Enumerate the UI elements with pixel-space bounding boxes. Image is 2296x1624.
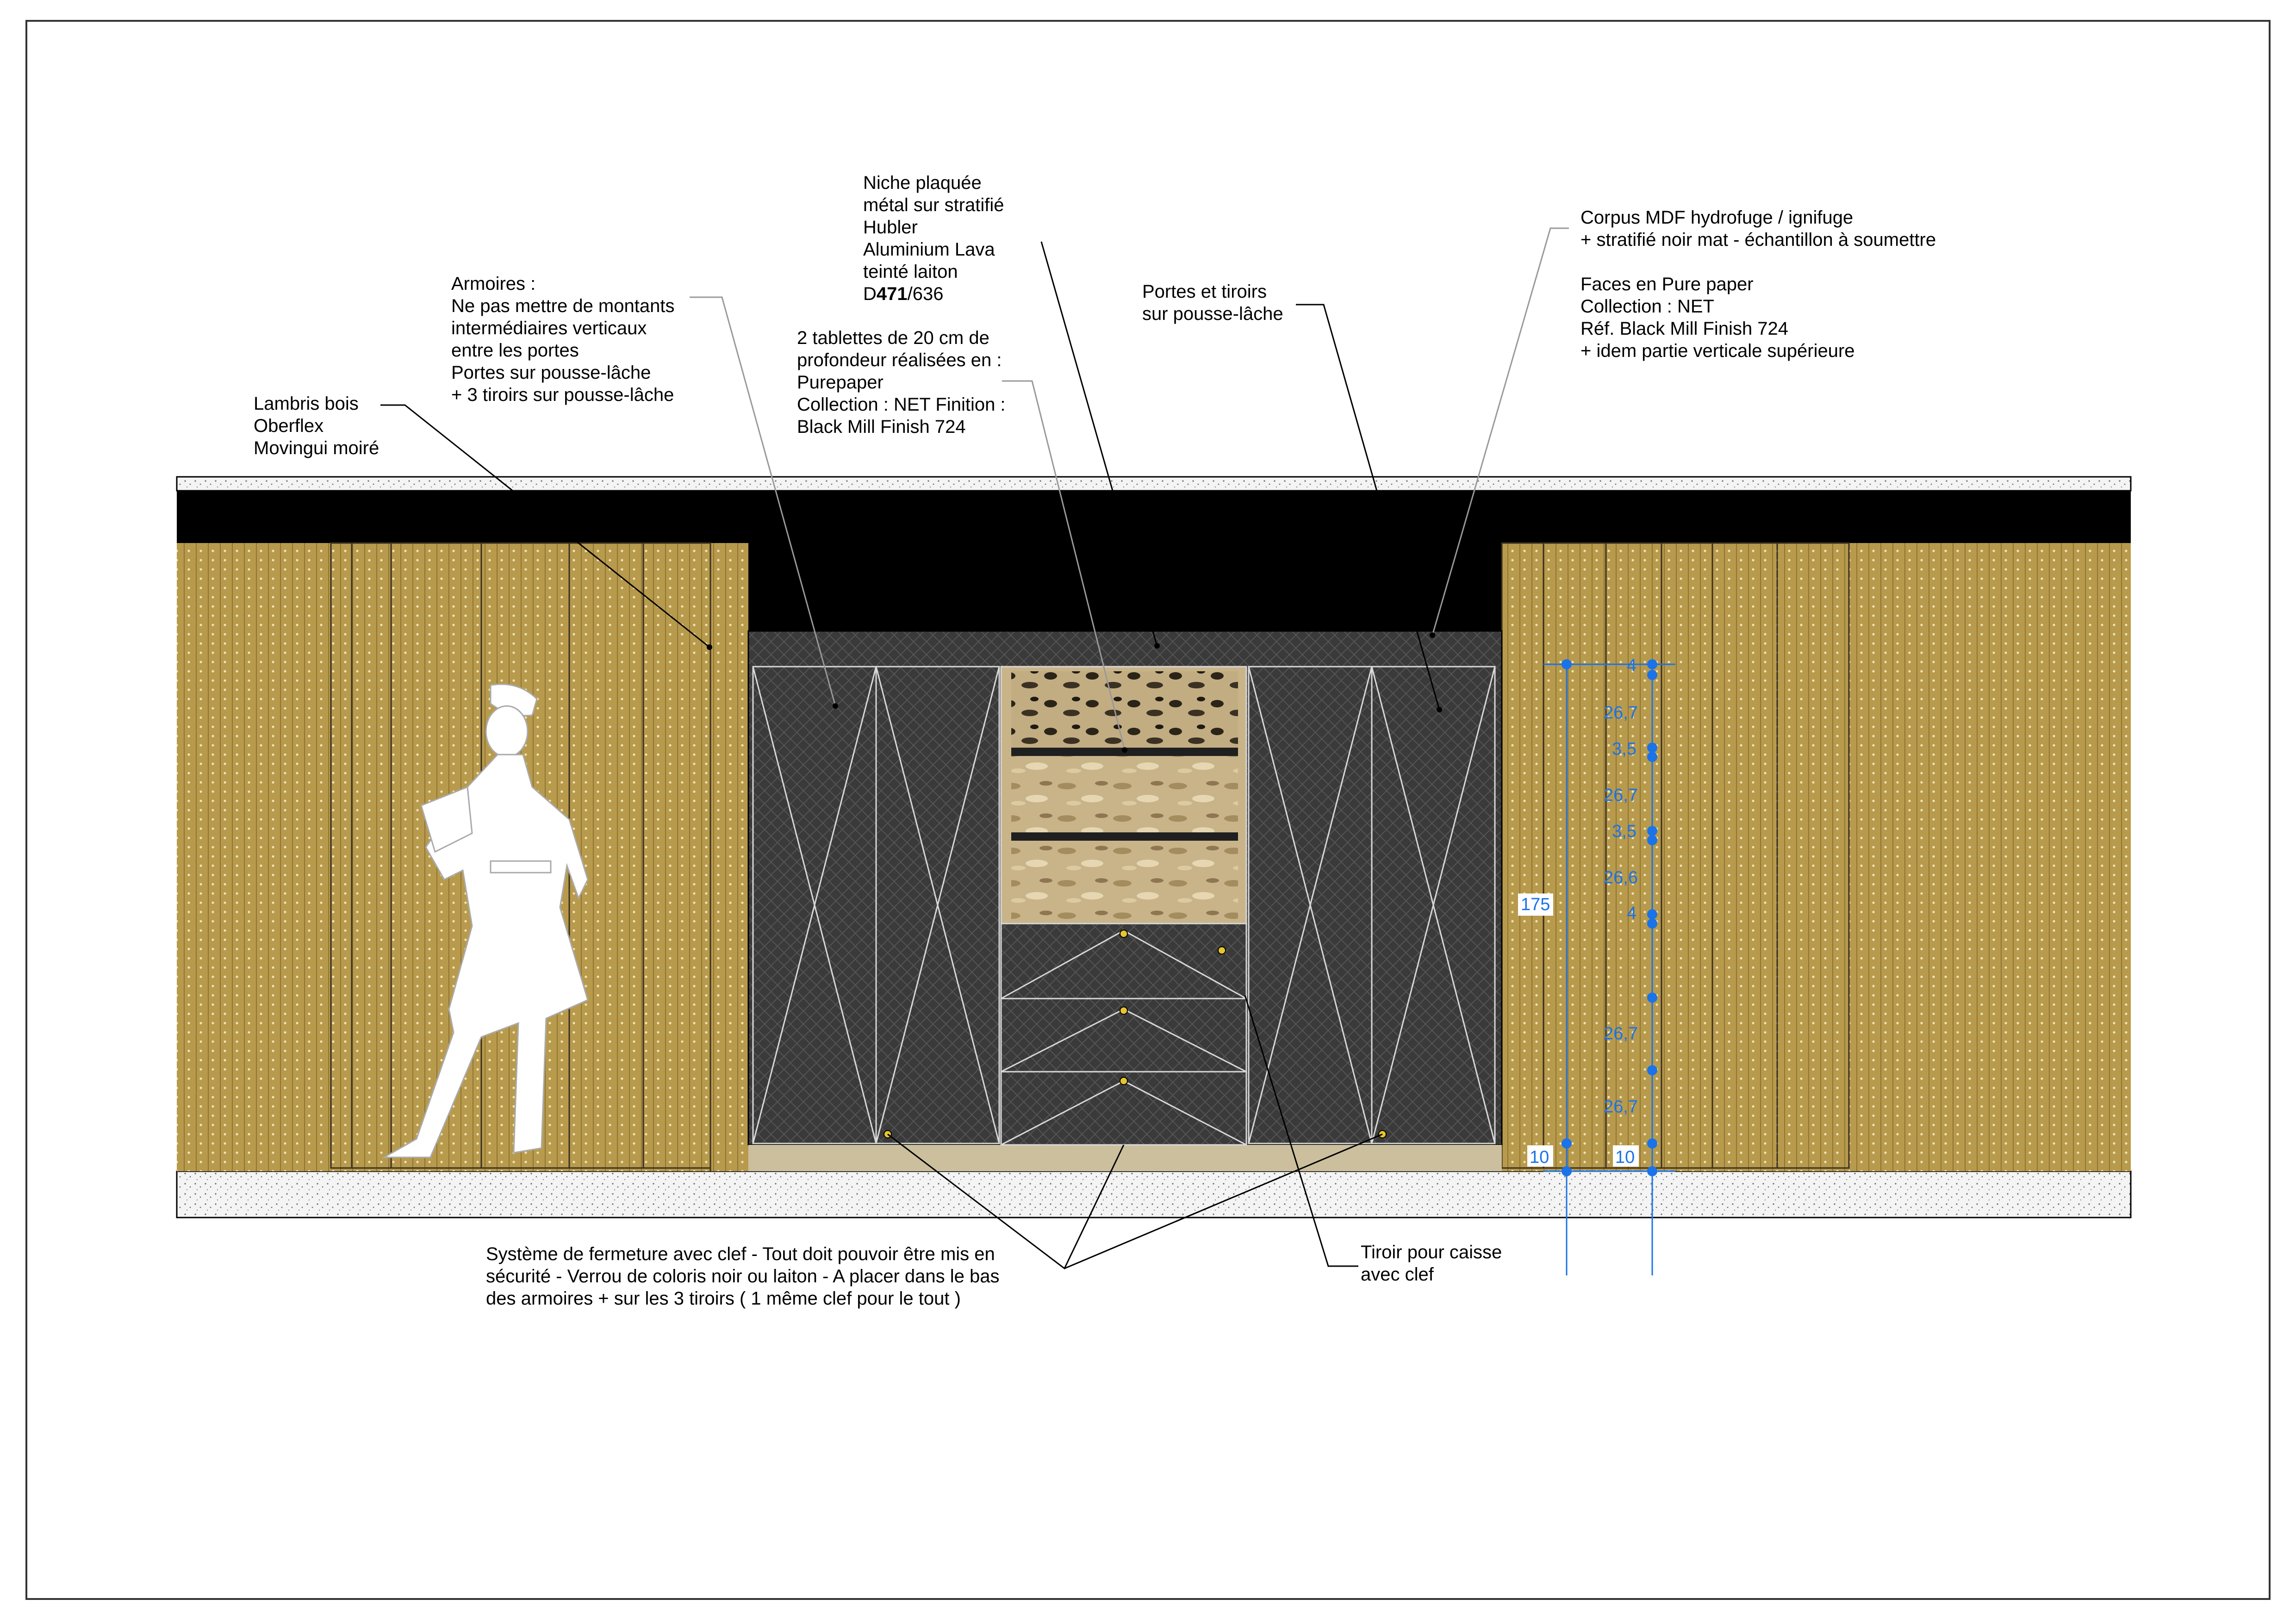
- note-line: entre les portes: [451, 340, 579, 361]
- note-line: Ne pas mettre de montants: [451, 296, 674, 316]
- lock-dots: [884, 930, 1387, 1138]
- note-line: Collection : NET: [1580, 296, 1714, 317]
- note-line: sécurité - Verrou de coloris noir ou lai…: [486, 1266, 1000, 1287]
- drawers: [1000, 923, 1247, 1146]
- wood-panel-right: [1502, 543, 2131, 1171]
- note-line: Portes et tiroirs: [1142, 281, 1267, 302]
- note-line: Faces en Pure paper: [1580, 274, 1754, 294]
- metal-niche: [1000, 666, 1247, 924]
- left-wardrobe-doors: [752, 666, 1000, 1144]
- niche-shelf-2: [1011, 832, 1238, 841]
- note-line: Hubler: [863, 217, 918, 237]
- note-line: Black Mill Finish 724: [797, 417, 966, 437]
- cabinet-plinth: [748, 1145, 1502, 1171]
- black-soffit: [748, 543, 1502, 631]
- human-silhouette: [381, 683, 589, 1158]
- dim-stack-9: 10: [1615, 1148, 1635, 1167]
- note-lambris: Lambris bois Oberflex Movingui moiré: [254, 394, 379, 458]
- note-line: teinté laiton: [863, 262, 958, 282]
- note-line: Portes sur pousse-lâche: [451, 362, 651, 383]
- dimension-labels: 175 4 26,7 3,5 26,7 3,5 26,6 4 26,7 26,7…: [1518, 656, 1639, 1167]
- dim-stack-7: 26,7: [1604, 1024, 1638, 1043]
- note-line: Collection : NET Finition :: [797, 394, 1006, 415]
- dim-stack-1: 26,7: [1604, 703, 1638, 723]
- note-fermeture: Système de fermeture avec clef - Tout do…: [486, 1244, 1000, 1309]
- dim-stack-3: 26,7: [1604, 786, 1638, 805]
- black-band: [177, 491, 2131, 543]
- note-line: Purepaper: [797, 372, 884, 393]
- lock-dot: [1218, 946, 1226, 955]
- wood-slats-left: [330, 542, 711, 1171]
- note-line: Réf. Black Mill Finish 724: [1580, 319, 1788, 339]
- lock-dot: [1120, 1006, 1128, 1015]
- note-line: métal sur stratifié: [863, 195, 1004, 215]
- dim-stack-2: 3,5: [1612, 739, 1636, 759]
- note-line: Armoires :: [451, 274, 535, 294]
- note-corpus: Corpus MDF hydrofuge / ignifuge + strati…: [1580, 207, 1936, 361]
- note-line: profondeur réalisées en :: [797, 350, 1002, 370]
- note-line: Lambris bois: [254, 394, 359, 414]
- note-line: Niche plaquée: [863, 173, 982, 193]
- dim-base-left: 10: [1530, 1148, 1549, 1167]
- note-line: + 3 tiroirs sur pousse-lâche: [451, 385, 674, 405]
- note-niche: Niche plaquée métal sur stratifié Hubler…: [863, 173, 1004, 304]
- note-line: Oberflex: [254, 416, 324, 436]
- note-tablettes: 2 tablettes de 20 cm de profondeur réali…: [797, 328, 1006, 437]
- dim-stack-0: 4: [1627, 656, 1636, 675]
- note-ref-suffix: /636: [908, 284, 944, 304]
- note-line: avec clef: [1361, 1264, 1434, 1285]
- note-ref-prefix: D: [863, 284, 877, 304]
- note-line: Aluminium Lava: [863, 239, 995, 260]
- dimension-ticks: [1562, 659, 1657, 1176]
- right-wardrobe-doors: [1248, 666, 1496, 1144]
- note-portes: Portes et tiroirs sur pousse-lâche: [1142, 281, 1283, 324]
- lock-dot: [1120, 930, 1128, 938]
- lock-dot: [1120, 1077, 1128, 1085]
- dim-stack-6: 4: [1627, 904, 1636, 923]
- note-line: + idem partie verticale supérieure: [1580, 341, 1855, 361]
- note-line: des armoires + sur les 3 tiroirs ( 1 mêm…: [486, 1288, 961, 1309]
- note-line: Tiroir pour caisse: [1361, 1242, 1502, 1262]
- note-line: 2 tablettes de 20 cm de: [797, 328, 989, 348]
- note-line: intermédiaires verticaux: [451, 318, 647, 338]
- dim-total: 175: [1521, 895, 1550, 914]
- floor-slab: [176, 1170, 2132, 1218]
- note-line: Système de fermeture avec clef - Tout do…: [486, 1244, 995, 1264]
- sheet-border: [25, 20, 2271, 1600]
- note-tiroir: Tiroir pour caisse avec clef: [1361, 1242, 1502, 1285]
- dim-stack-8: 26,7: [1604, 1097, 1638, 1117]
- note-armoires: Armoires : Ne pas mettre de montants int…: [451, 274, 674, 405]
- note-ref: D471/636: [863, 284, 944, 304]
- note-line: Movingui moiré: [254, 438, 379, 458]
- note-line: Corpus MDF hydrofuge / ignifuge: [1580, 207, 1853, 228]
- note-ref-bold: 471: [877, 284, 908, 304]
- dim-stack-4: 3,5: [1612, 822, 1636, 841]
- leader-end-dots: [707, 632, 1442, 753]
- leader-lines: [380, 227, 1569, 1270]
- ceiling-slab: [176, 476, 2132, 492]
- note-line: sur pousse-lâche: [1142, 304, 1283, 324]
- note-line: + stratifié noir mat - échantillon à sou…: [1580, 230, 1936, 250]
- dim-stack-5: 26,6: [1604, 868, 1638, 887]
